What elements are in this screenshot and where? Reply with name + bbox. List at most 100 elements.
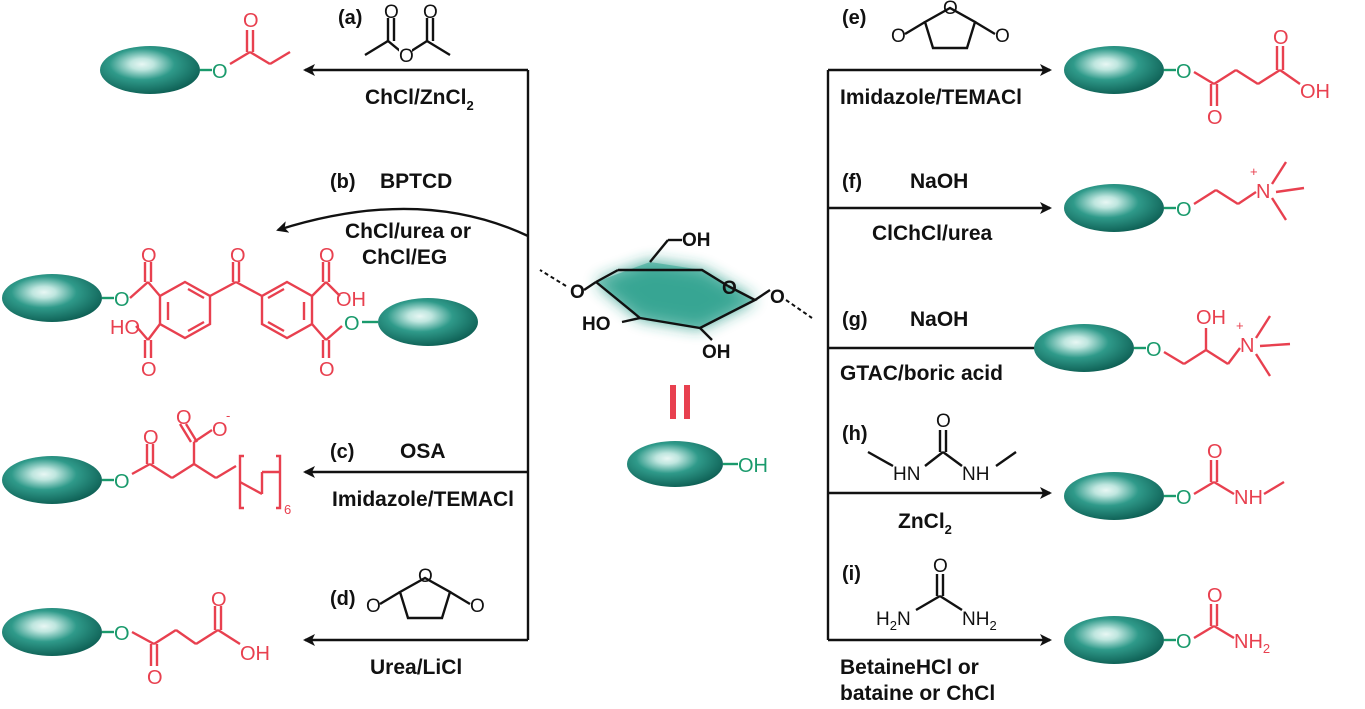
tag-a: (a) bbox=[338, 7, 362, 29]
svg-text:O: O bbox=[943, 0, 958, 19]
product-i: O O NH2 bbox=[1064, 585, 1270, 664]
reagent-c-below: Imidazole/TEMACl bbox=[332, 488, 514, 511]
tag-f: (f) bbox=[842, 171, 862, 193]
product-a: O O bbox=[100, 10, 291, 94]
svg-text:NH: NH bbox=[962, 464, 989, 485]
svg-text:N: N bbox=[1240, 335, 1254, 357]
svg-text:O: O bbox=[143, 427, 159, 449]
svg-text:O: O bbox=[933, 556, 948, 577]
svg-text:O: O bbox=[141, 245, 157, 267]
tag-g: (g) bbox=[842, 309, 868, 331]
svg-text:O: O bbox=[384, 2, 399, 23]
svg-text:O: O bbox=[470, 596, 485, 617]
svg-text:OH: OH bbox=[702, 342, 731, 363]
reagent-b-below1: ChCl/urea or bbox=[345, 220, 471, 243]
svg-text:O: O bbox=[1207, 585, 1223, 607]
svg-text:O: O bbox=[722, 278, 737, 299]
svg-text:O: O bbox=[141, 359, 157, 381]
svg-text:O: O bbox=[114, 623, 130, 645]
svg-text:OH: OH bbox=[240, 643, 270, 665]
svg-text:O: O bbox=[243, 10, 259, 32]
urea-structure: H2N NH2 O bbox=[876, 556, 997, 633]
reagent-c-above: OSA bbox=[400, 440, 446, 463]
succinic-anhydride-structure-d: O O O bbox=[366, 566, 485, 620]
reagent-d-below: Urea/LiCl bbox=[370, 656, 462, 679]
svg-text:O: O bbox=[1273, 27, 1289, 49]
product-e: O O O OH bbox=[1064, 27, 1330, 129]
tag-e: (e) bbox=[842, 7, 866, 29]
svg-text:HO: HO bbox=[582, 314, 611, 335]
reagent-b-above: BPTCD bbox=[380, 170, 452, 193]
reagent-i-below1: BetaineHCl or bbox=[840, 656, 979, 679]
svg-text:O: O bbox=[230, 245, 246, 267]
svg-text:O: O bbox=[114, 289, 130, 311]
svg-text:O: O bbox=[1176, 487, 1192, 509]
svg-text:OH: OH bbox=[738, 455, 768, 477]
reagent-i-below2: bataine or ChCl bbox=[840, 682, 995, 705]
svg-text:HO: HO bbox=[110, 317, 140, 339]
product-g: O OH N + bbox=[1034, 307, 1291, 377]
product-f: O N + bbox=[1064, 161, 1305, 232]
svg-text:+: + bbox=[1236, 318, 1244, 333]
product-h: O O NH bbox=[1064, 441, 1285, 520]
product-d: O O O OH bbox=[2, 589, 270, 689]
svg-text:O: O bbox=[319, 359, 335, 381]
svg-text:-: - bbox=[226, 408, 230, 423]
svg-text:O: O bbox=[570, 282, 585, 303]
reagent-g-below: GTAC/boric acid bbox=[840, 362, 1003, 385]
svg-text:O: O bbox=[1176, 199, 1192, 221]
svg-text:O: O bbox=[891, 26, 906, 47]
tag-b: (b) bbox=[330, 171, 356, 193]
svg-text:+: + bbox=[1250, 164, 1258, 179]
svg-text:O: O bbox=[1207, 107, 1223, 129]
svg-text:O: O bbox=[1176, 61, 1192, 83]
svg-text:N: N bbox=[1256, 181, 1270, 203]
tag-d: (d) bbox=[330, 588, 356, 610]
svg-text:H2N: H2N bbox=[876, 609, 911, 633]
equivalence-sign bbox=[670, 385, 690, 419]
reagent-h-below: ZnCl2 bbox=[898, 510, 952, 537]
tag-i: (i) bbox=[842, 563, 861, 585]
product-c: O O O O - 6 bbox=[2, 407, 291, 517]
reagent-e-below: Imidazole/TEMACl bbox=[840, 86, 1022, 109]
svg-text:O: O bbox=[1146, 339, 1162, 361]
arrow-b bbox=[276, 207, 529, 238]
tag-h: (h) bbox=[842, 423, 868, 445]
dimethylurea-structure: HN NH O bbox=[867, 411, 1017, 485]
cellulose-ellipse-icon bbox=[100, 46, 200, 94]
svg-text:O: O bbox=[936, 411, 951, 432]
glucose-unit: OH O O HO OH O bbox=[539, 230, 813, 363]
cellulose-OH: OH bbox=[627, 441, 768, 487]
svg-text:HN: HN bbox=[893, 464, 920, 485]
reagent-g-above: NaOH bbox=[910, 308, 968, 331]
product-b: O O HO O O OH O bbox=[2, 245, 478, 381]
svg-text:OH: OH bbox=[1196, 307, 1226, 329]
tag-c: (c) bbox=[330, 441, 354, 463]
svg-text:OH: OH bbox=[336, 289, 366, 311]
reagent-b-below2: ChCl/EG bbox=[362, 246, 447, 269]
reagent-f-above: NaOH bbox=[910, 170, 968, 193]
svg-text:O: O bbox=[176, 407, 192, 429]
svg-text:NH: NH bbox=[1234, 487, 1263, 509]
svg-text:O: O bbox=[423, 2, 438, 23]
svg-text:O: O bbox=[418, 566, 433, 587]
svg-text:O: O bbox=[212, 61, 228, 83]
svg-text:O: O bbox=[995, 26, 1010, 47]
svg-text:O: O bbox=[114, 471, 130, 493]
svg-text:OH: OH bbox=[682, 230, 711, 251]
reagent-a: ChCl/ZnCl2 bbox=[365, 86, 474, 113]
svg-text:NH2: NH2 bbox=[1234, 631, 1270, 656]
svg-text:O: O bbox=[399, 46, 414, 67]
svg-text:O: O bbox=[147, 667, 163, 689]
svg-text:O: O bbox=[1176, 631, 1192, 653]
svg-text:O: O bbox=[212, 419, 228, 441]
svg-text:6: 6 bbox=[284, 502, 291, 517]
svg-text:NH2: NH2 bbox=[962, 609, 997, 633]
svg-text:O: O bbox=[211, 589, 227, 611]
svg-text:O: O bbox=[319, 245, 335, 267]
acetic-anhydride-structure: O O O bbox=[364, 2, 451, 67]
svg-text:O: O bbox=[366, 596, 381, 617]
svg-text:OH: OH bbox=[1300, 81, 1330, 103]
svg-text:O: O bbox=[770, 287, 785, 308]
